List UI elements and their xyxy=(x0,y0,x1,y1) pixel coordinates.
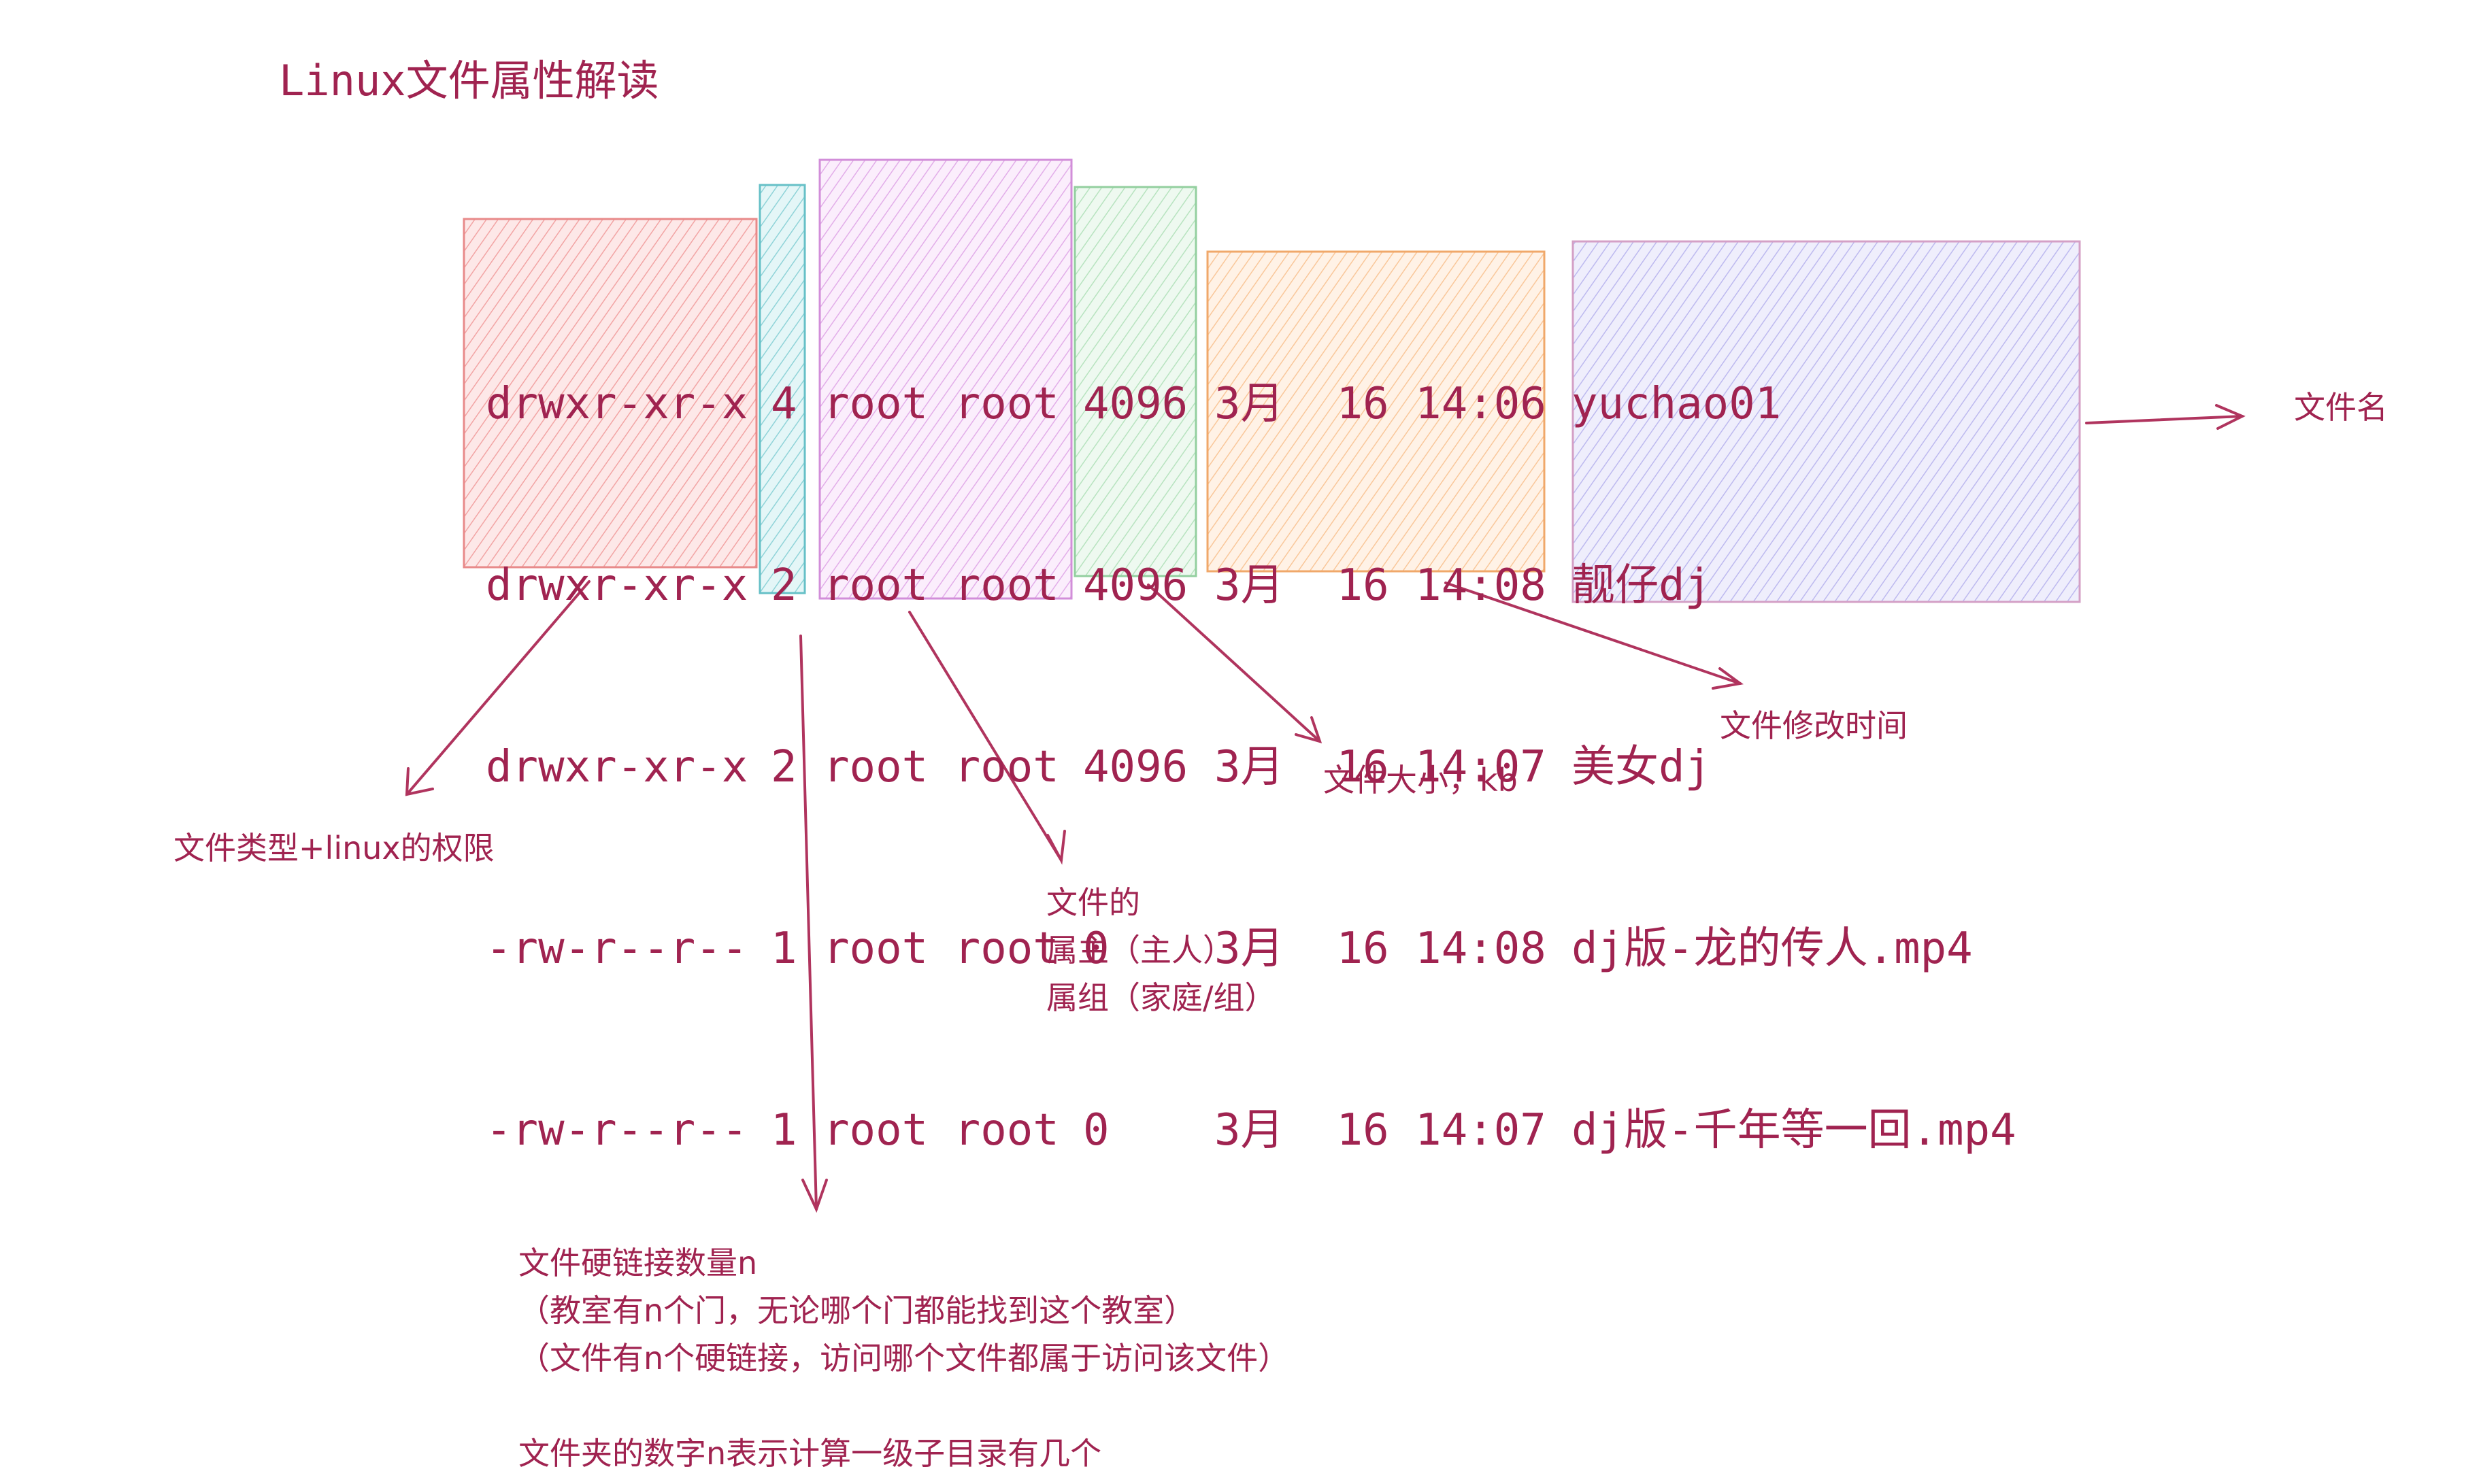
owner-group-cell: root root xyxy=(823,1105,1059,1156)
annotation-mtime: 文件修改时间 xyxy=(1720,707,1908,744)
filename-cell: 靓仔dj xyxy=(1571,560,1712,611)
annotation-size: 文件大小，kb xyxy=(1323,762,1518,798)
mtime-cell: 3月 16 14:08 xyxy=(1214,924,1546,974)
links-column: 4 2 2 1 1 xyxy=(771,253,876,1282)
mtime-cell: 3月 16 14:07 xyxy=(1214,742,1546,792)
owner-group-cell: root root xyxy=(823,924,1059,974)
arrow-mtime xyxy=(1444,581,1744,690)
owner-group-cell: root root xyxy=(823,560,1059,611)
arrow-size xyxy=(1147,584,1322,743)
owner-group-column: root root root root root root root root … xyxy=(823,253,1059,1282)
annotation-line: 文件夹的数字n表示计算一级子目录有几个 xyxy=(518,1435,1102,1472)
permission-cell: drwxr-xr-x xyxy=(486,560,748,611)
filename-column: yuchao01 靓仔dj 美女dj dj版-龙的传人.mp4 dj版-千年等一… xyxy=(1571,253,2016,1282)
arrow-filename xyxy=(2085,404,2246,430)
filename-cell: 美女dj xyxy=(1571,742,1712,792)
filename-cell: dj版-龙的传人.mp4 xyxy=(1571,924,1973,974)
permission-box xyxy=(463,218,758,569)
annotation-line: 文件硬链接数量n xyxy=(518,1245,758,1281)
owner-group-box xyxy=(818,158,1073,600)
size-cell: 4096 xyxy=(1083,560,1188,611)
size-cell: 4096 xyxy=(1083,379,1188,429)
arrow-hardlink xyxy=(799,635,828,1213)
size-cell: 0 xyxy=(1083,1105,1110,1156)
filename-box xyxy=(1571,240,2081,603)
annotation-owner: 文件的 属主（主人） 属组（家庭/组） xyxy=(1046,879,1276,1022)
annotation-line: 属组（家庭/组） xyxy=(1046,979,1276,1016)
permission-cell: drwxr-xr-x xyxy=(486,742,748,792)
mtime-column: 3月 16 14:06 3月 16 14:08 3月 16 14:07 3月 1… xyxy=(1214,253,1546,1282)
mtime-cell: 3月 16 14:07 xyxy=(1214,1105,1546,1156)
filename-cell: yuchao01 xyxy=(1571,379,1782,429)
annotation-line: 属主（主人） xyxy=(1046,932,1234,968)
mtime-cell: 3月 16 14:06 xyxy=(1214,379,1546,429)
annotation-filename: 文件名 xyxy=(2294,389,2388,426)
link-count-cell: 2 xyxy=(771,742,797,792)
annotation-hardlink: 文件硬链接数量n （教室有n个门，无论哪个门都能找到这个教室） （文件有n个硬链… xyxy=(518,1239,1289,1477)
link-count-cell: 4 xyxy=(771,379,797,429)
link-count-cell: 1 xyxy=(771,924,797,974)
link-count-cell: 2 xyxy=(771,560,797,611)
owner-group-cell: root root xyxy=(823,379,1059,429)
permission-cell: -rw-r--r-- xyxy=(486,924,748,974)
arrow-owner xyxy=(908,611,1066,865)
permission-cell: drwxr-xr-x xyxy=(486,379,748,429)
annotation-line: 文件的 xyxy=(1046,884,1140,921)
annotation-line: （教室有n个门，无论哪个门都能找到这个教室） xyxy=(518,1292,1196,1329)
mtime-cell: 3月 16 14:08 xyxy=(1214,560,1546,611)
annotation-line: （文件有n个硬链接，访问哪个文件都属于访问该文件） xyxy=(518,1340,1290,1377)
owner-group-cell: root root xyxy=(823,742,1059,792)
arrow-permission xyxy=(405,580,590,796)
permissions-column: drwxr-xr-x drwxr-xr-x drwxr-xr-x -rw-r--… xyxy=(486,253,748,1282)
mtime-box xyxy=(1206,250,1546,573)
size-box xyxy=(1074,186,1197,577)
annotation-line xyxy=(518,1382,1289,1430)
size-cell: 0 xyxy=(1083,924,1110,974)
link-count-box xyxy=(759,184,806,594)
size-cell: 4096 xyxy=(1083,742,1188,792)
page-title: Linux文件属性解读 xyxy=(279,56,659,105)
link-count-cell: 1 xyxy=(771,1105,797,1156)
permission-cell: -rw-r--r-- xyxy=(486,1105,748,1156)
annotation-type-permission: 文件类型+linux的权限 xyxy=(173,830,495,866)
size-column: 4096 4096 4096 0 0 xyxy=(1083,253,1188,1282)
filename-cell: dj版-千年等一回.mp4 xyxy=(1571,1105,2016,1156)
